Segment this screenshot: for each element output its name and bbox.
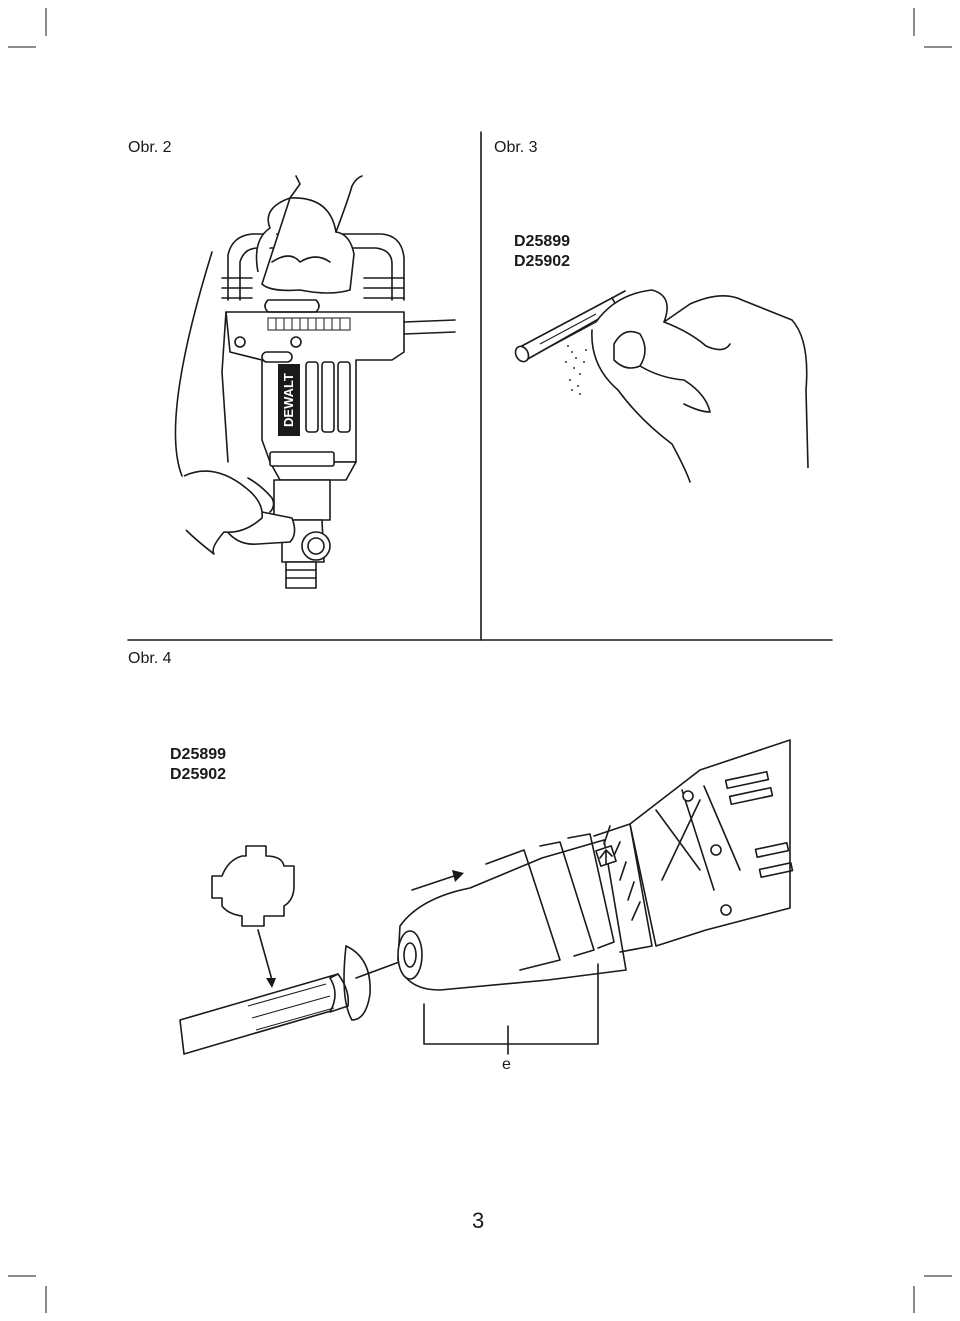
figure-3-model-list: D25899 D25902 (514, 232, 570, 272)
model-number: D25899 (170, 746, 227, 763)
crop-marks (8, 8, 952, 1313)
page-number: 3 (472, 1208, 485, 1233)
figure-4-model-list: D25899 D25902 (170, 745, 226, 785)
figure-3-label: Obr. 3 (494, 139, 538, 156)
model-number: D25902 (170, 766, 227, 783)
callout-label-e: e (502, 1056, 511, 1073)
dewalt-logo-text: DEWALT (281, 373, 296, 427)
bit-cleaning-illustration (514, 289, 809, 483)
demolition-hammer-illustration (174, 175, 456, 589)
figure-4-label: Obr. 4 (128, 650, 172, 667)
shank-profile-icon (211, 845, 295, 927)
model-number: D25899 (514, 233, 571, 250)
chuck-insertion-illustration (179, 739, 794, 1055)
dewalt-logo (278, 364, 300, 436)
figure-2-label: Obr. 2 (128, 139, 172, 156)
model-number: D25902 (514, 253, 571, 270)
